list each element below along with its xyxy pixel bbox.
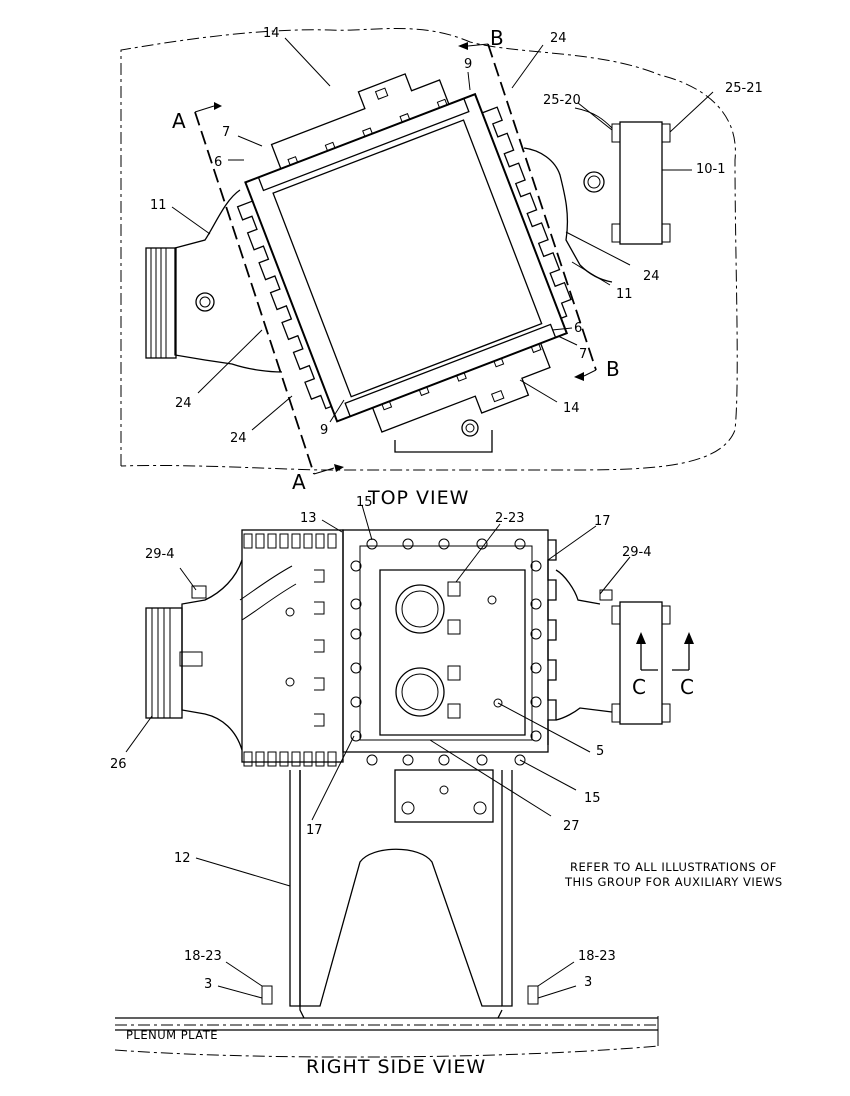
section-line-a (194, 111, 315, 475)
plenum-plate-label: PLENUM PLATE (126, 1028, 218, 1042)
callout-26: 26 (110, 757, 127, 772)
left-header (241, 529, 344, 763)
callout-9-top: 9 (464, 57, 472, 72)
callout-18-23-left: 18-23 (184, 949, 222, 964)
callout-11-right: 11 (616, 287, 633, 302)
callout-15-bottom: 15 (584, 791, 601, 806)
section-b-top: B (490, 26, 504, 50)
header-bottom-bolts (243, 751, 337, 767)
callout-17-bottom: 17 (306, 823, 323, 838)
section-c-right: C (680, 675, 694, 699)
callout-2-23: 2-23 (495, 511, 525, 526)
callout-7-right: 7 (579, 347, 587, 362)
right-side-view (114, 504, 694, 1058)
cooler-body (342, 529, 549, 753)
callout-17-top: 17 (594, 514, 611, 529)
top-view-boundary (120, 28, 738, 471)
support-legs (289, 770, 513, 1007)
component-10-1 (619, 121, 663, 245)
callout-11-left: 11 (150, 198, 167, 213)
callout-3-right: 3 (584, 975, 592, 990)
callout-15-top: 15 (356, 495, 373, 510)
callout-6-left: 6 (214, 155, 222, 170)
callout-6-right: 6 (574, 321, 582, 336)
aux-box-side (619, 601, 663, 725)
callout-3-left: 3 (204, 977, 212, 992)
section-a-top: A (172, 109, 186, 133)
cooler-housing (236, 73, 572, 433)
right-flange (547, 539, 557, 745)
callout-7-left: 7 (222, 125, 230, 140)
inlet-duct-side (181, 559, 243, 751)
callout-25-20: 25-20 (543, 93, 581, 108)
inlet-duct-left (174, 189, 283, 373)
side-leaders (125, 504, 631, 999)
note-line-1: REFER TO ALL ILLUSTRATIONS OF (570, 860, 777, 874)
callout-12: 12 (174, 851, 191, 866)
top-leaders (171, 37, 714, 431)
top-view (120, 28, 738, 475)
section-c-left: C (632, 675, 646, 699)
callout-18-23-right: 18-23 (578, 949, 616, 964)
top-view-title: TOP VIEW (367, 487, 469, 509)
callout-9-bottom: 9 (320, 423, 328, 438)
port-lower (395, 667, 445, 717)
right-side-view-title: RIGHT SIDE VIEW (306, 1056, 486, 1078)
support-bracket (394, 769, 494, 823)
note-line-2: THIS GROUP FOR AUXILIARY VIEWS (564, 875, 783, 889)
support-foot (394, 430, 493, 453)
callout-24-right: 24 (643, 269, 660, 284)
callout-14-top: 14 (263, 26, 280, 41)
callout-14-bottom: 14 (563, 401, 580, 416)
callout-24-bottom: 24 (230, 431, 247, 446)
section-line-b (487, 43, 597, 371)
perimeter-bolts (350, 538, 542, 766)
callout-25-21: 25-21 (725, 81, 763, 96)
callout-29-4-left: 29-4 (145, 547, 175, 562)
outlet-duct-right (523, 147, 613, 283)
header-top-bolts (243, 533, 337, 549)
section-a-bottom: A (292, 470, 306, 494)
callout-29-4-right: 29-4 (622, 545, 652, 560)
callout-5: 5 (596, 744, 604, 759)
callout-27: 27 (563, 819, 580, 834)
callout-10-1: 10-1 (696, 162, 726, 177)
callout-24-left: 24 (175, 396, 192, 411)
callout-13: 13 (300, 511, 317, 526)
section-b-bottom: B (606, 357, 620, 381)
port-upper (395, 584, 445, 634)
callout-24-top: 24 (550, 31, 567, 46)
